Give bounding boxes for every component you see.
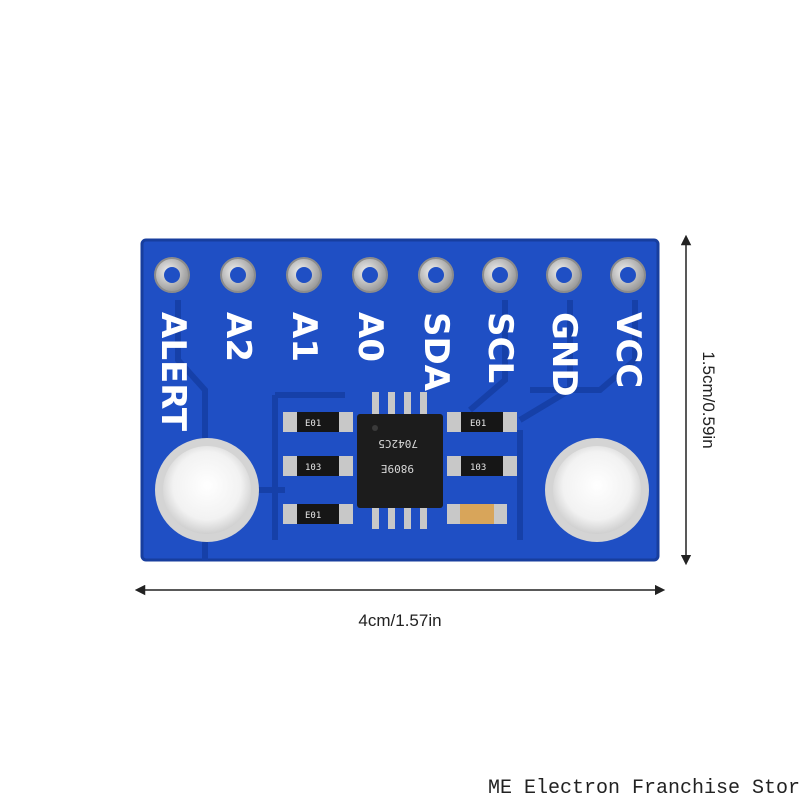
svg-text:103: 103 [470,463,486,473]
pin-label-alert: ALERT [153,312,193,432]
pin-pad-a2 [220,257,256,293]
pcb-board [140,238,660,562]
pin-label-sda: SDA [416,312,456,392]
pin-label-a1: A1 [284,312,324,362]
resistor-3: E01 [283,504,353,524]
capacitor [447,504,507,524]
height-label: 1.5cm/0.59in [699,351,718,448]
resistor-1: E01 [283,412,353,432]
pin-label-vcc: VCC [608,312,648,388]
svg-text:E01: E01 [305,511,321,521]
pin-label-gnd: GND [544,312,584,397]
pin-pad-vcc [610,257,646,293]
resistor-2: 103 [283,456,353,476]
dimension-height: 1.5cm/0.59in [680,234,718,566]
pin-label-scl: SCL [480,312,520,383]
svg-text:103: 103 [305,463,321,473]
ic-chip: 7042C5 9809E [357,392,443,529]
resistor-4: E01 [447,412,517,432]
smd-components: E01 103 E01 E01 103 [283,412,517,524]
chip-marking-line1: 7042C5 [378,437,418,450]
pin-label-a0: A0 [350,312,390,362]
pin-pad-a1 [286,257,322,293]
pin-pad-scl [482,257,518,293]
pin-pad-a0 [352,257,388,293]
header-pins [154,257,646,293]
resistor-5: 103 [447,456,517,476]
pin-pad-sda [418,257,454,293]
svg-text:E01: E01 [305,419,321,429]
svg-text:E01: E01 [470,419,486,429]
pin-label-a2: A2 [218,312,258,362]
pin-pad-gnd [546,257,582,293]
dimension-width: 4cm/1.57in [134,584,666,630]
chip-marking-line2: 9809E [381,462,414,475]
width-label: 4cm/1.57in [358,611,441,630]
store-watermark: ME Electron Franchise Stor [487,777,800,800]
mounting-holes [155,438,649,542]
pin-labels: ALERT A2 A1 A0 SDA SCL GND VCC [153,312,648,432]
pin-pad-alert [154,257,190,293]
